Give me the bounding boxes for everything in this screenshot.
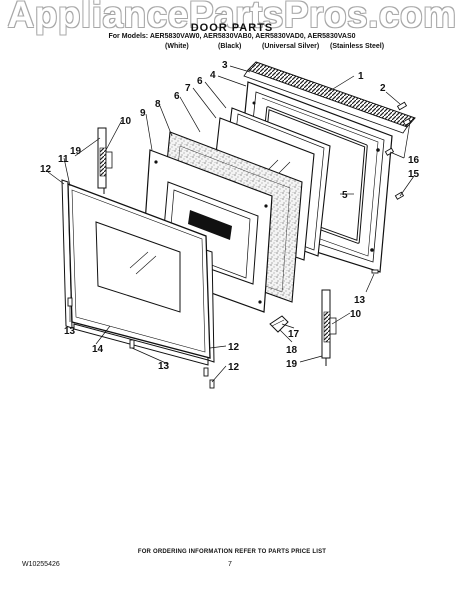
callout-5: 5 bbox=[342, 190, 348, 201]
color-label-white: (White) bbox=[165, 43, 189, 50]
callout-12-left: 12 bbox=[40, 164, 52, 175]
callout-13-right: 13 bbox=[354, 295, 366, 306]
callout-3: 3 bbox=[222, 60, 228, 71]
part-bottom-trim bbox=[73, 323, 209, 366]
callout-15: 15 bbox=[408, 169, 420, 180]
callout-10-left: 10 bbox=[120, 116, 132, 127]
callout-10-right: 10 bbox=[350, 309, 362, 320]
callout-19-left: 19 bbox=[70, 146, 82, 157]
callout-16: 16 bbox=[408, 155, 420, 166]
callout-19-right: 19 bbox=[286, 359, 298, 370]
part-hinge-left bbox=[97, 127, 113, 194]
part-vent-trim bbox=[243, 61, 416, 134]
callout-6b: 6 bbox=[174, 91, 180, 102]
leader-lines bbox=[47, 65, 415, 383]
callout-numbers: 1 2 3 4 5 6 7 6 8 9 10 19 11 12 16 15 13… bbox=[40, 60, 420, 373]
callout-18: 18 bbox=[286, 345, 298, 356]
model-list: For Models: AER5830VAW0, AER5830VAB0, AE… bbox=[108, 33, 356, 40]
document-number: W10255426 bbox=[22, 561, 60, 568]
callout-6: 6 bbox=[197, 76, 203, 87]
page-number: 7 bbox=[228, 561, 232, 568]
part-hinge-receptacle bbox=[269, 315, 289, 333]
color-label-universal-silver: (Universal Silver) bbox=[262, 43, 320, 50]
callout-17: 17 bbox=[288, 329, 300, 340]
callout-9: 9 bbox=[140, 108, 146, 119]
part-hinge-right bbox=[321, 289, 337, 366]
callout-4: 4 bbox=[210, 70, 216, 81]
callout-12-right: 12 bbox=[228, 342, 240, 353]
callout-13-left: 13 bbox=[64, 326, 76, 337]
part-outer-door-panel bbox=[67, 183, 211, 359]
callout-7: 7 bbox=[185, 83, 191, 94]
callout-13-bottom: 13 bbox=[158, 361, 170, 372]
callout-8: 8 bbox=[155, 99, 161, 110]
color-label-stainless-steel: (Stainless Steel) bbox=[330, 43, 385, 50]
callout-14: 14 bbox=[92, 344, 104, 355]
screws bbox=[67, 101, 412, 389]
callout-2: 2 bbox=[380, 83, 386, 94]
page-title: DOOR PARTS bbox=[190, 22, 274, 34]
ordering-info: FOR ORDERING INFORMATION REFER TO PARTS … bbox=[137, 549, 327, 555]
watermark: AppliancePartsPros.com bbox=[7, 0, 457, 35]
color-label-black: (Black) bbox=[218, 43, 242, 50]
callout-12-right-lower: 12 bbox=[228, 362, 240, 373]
callout-1: 1 bbox=[358, 71, 364, 82]
callout-11: 11 bbox=[58, 154, 69, 165]
